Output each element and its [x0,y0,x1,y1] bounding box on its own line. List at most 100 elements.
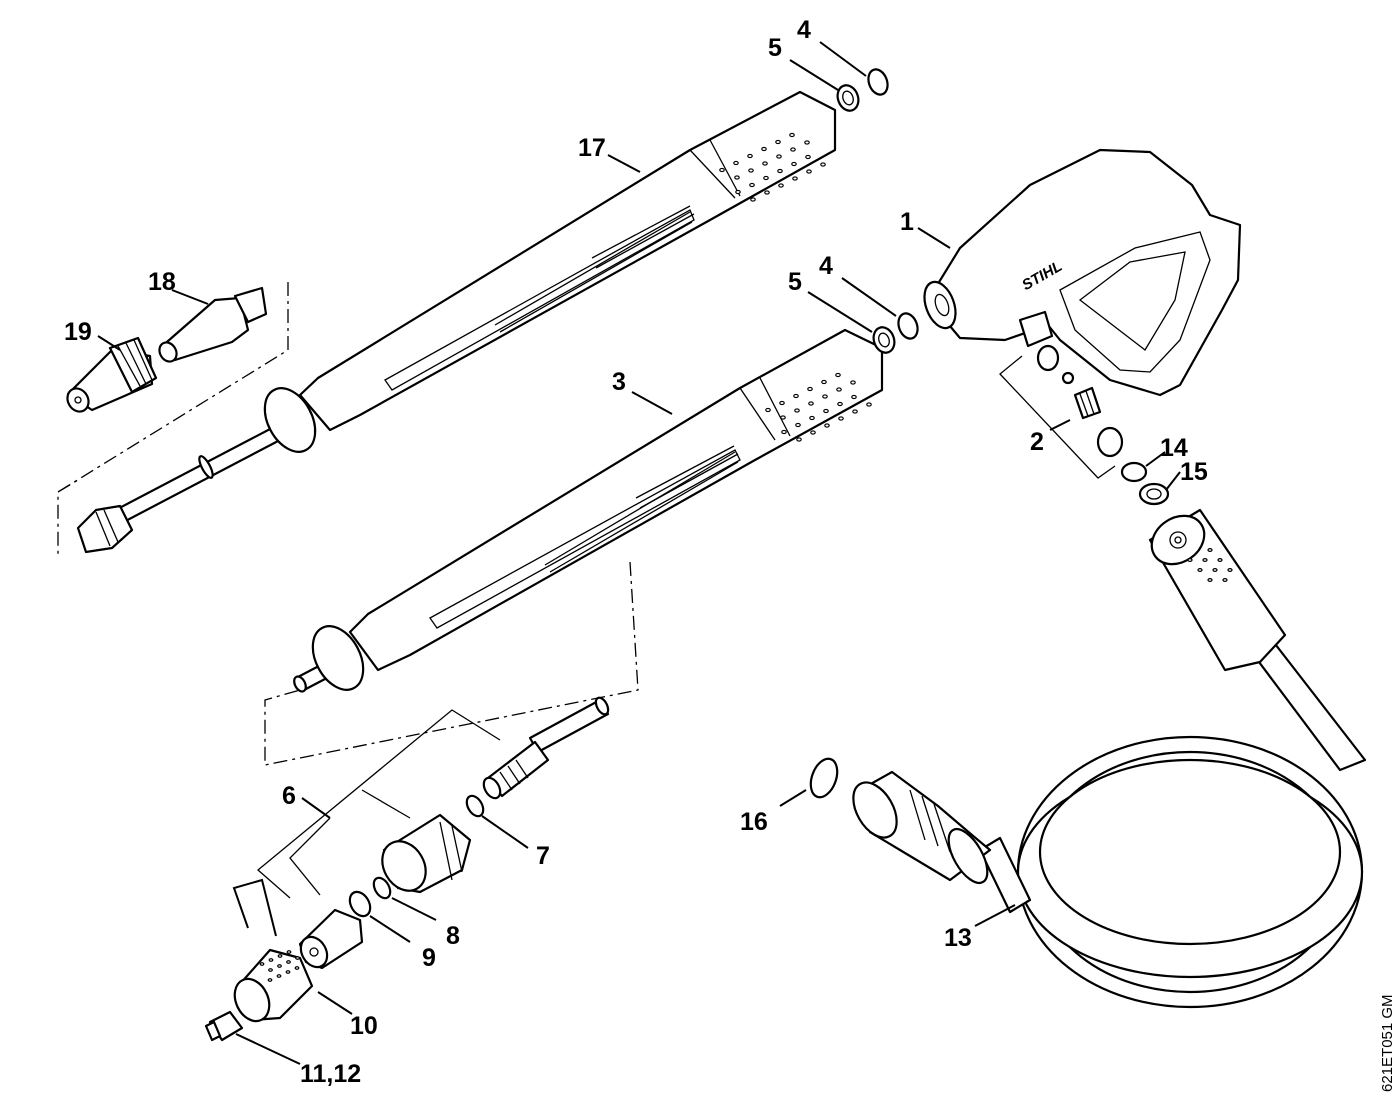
texture-dot [286,960,291,964]
texture-dot [791,161,797,167]
callout-4-lower: 4 [819,252,833,280]
texture-dot [764,190,770,195]
texture-dot [277,954,283,958]
texture-dot [794,408,800,413]
texture-dot [295,956,300,960]
callout-5-lower: 5 [788,268,802,296]
texture-dot [852,409,858,414]
texture-dot [795,422,801,428]
texture-dot [835,372,841,378]
nozzle-18 [158,286,268,363]
texture-dot [1197,567,1203,572]
texture-dot [1187,557,1193,562]
texture-dot [276,974,282,978]
texture-dot [805,154,811,160]
texture-dot [294,966,300,970]
assembly-frame-valve-2 [999,355,1116,479]
texture-dot [836,387,842,392]
assembly-frame-lance-17 [57,282,289,558]
texture-dot [286,950,292,954]
callout-6: 6 [282,782,296,810]
texture-dot [850,380,856,385]
texture-dot [809,415,815,421]
valve-kit-2 [1036,344,1124,458]
texture-dot [807,386,813,392]
texture-dot [789,132,795,138]
assembly-frame-nozzle-6 [256,709,501,899]
spray-gun-1: STIHL [923,148,1242,397]
texture-dot [719,167,725,173]
texture-dot [748,168,754,173]
nozzle-housing-6 [381,813,472,894]
nozzle-cap-10 [233,948,314,1023]
callout-9: 9 [422,944,436,972]
texture-dot [823,408,829,414]
texture-dot [806,169,812,174]
texture-dot [810,430,816,435]
nozzle-jet-11-12 [204,1010,244,1042]
callout-17: 17 [578,134,606,162]
texture-dot [808,401,814,406]
texture-dot [1217,557,1223,562]
leader-lines [97,41,1181,1065]
hose-13 [852,508,1367,1009]
texture-dot [268,958,274,962]
assembly-frame-lance-3 [264,561,639,766]
texture-dot [763,175,769,181]
texture-dot [747,153,753,159]
texture-dot [765,407,771,413]
texture-dot [796,437,802,442]
callout-5-upper: 5 [768,34,782,62]
nozzle-19 [66,336,158,413]
texture-dot [779,400,785,406]
callout-1: 1 [900,208,914,236]
texture-dot [792,176,798,181]
texture-dot [734,175,740,180]
clip [232,878,277,937]
texture-dot [735,189,741,195]
texture-dot [776,154,782,159]
texture-dot [777,168,783,174]
texture-dot [790,147,796,152]
texture-dot [1227,567,1233,572]
callout-13: 13 [944,924,972,952]
callout-7: 7 [536,842,550,870]
texture-dot [866,402,872,407]
texture-dot [851,394,857,400]
cap-texture-10 [259,950,300,982]
o-rings [809,68,1170,799]
callout-10: 10 [350,1012,378,1040]
texture-dot [838,416,844,421]
callout-19: 19 [64,318,92,346]
texture-dot [780,415,786,420]
callout-11-12: 11,12 [300,1060,361,1088]
callout-18: 18 [148,268,176,296]
seal-rings-8-9 [348,876,392,918]
texture-dot [1202,557,1208,562]
callout-3: 3 [612,368,626,396]
texture-dot [1212,567,1218,572]
texture-dot [824,423,830,428]
callout-14: 14 [1160,434,1188,462]
texture-dot [285,970,291,974]
texture-dot [781,429,787,435]
texture-dot [1222,577,1228,582]
hose-end-fitting-7 [465,696,610,818]
texture-dot [259,962,265,966]
spray-lance-17 [76,90,837,554]
texture-dot [750,197,756,202]
texture-dot [268,968,273,972]
texture-dot [837,401,843,407]
callout-2: 2 [1030,428,1044,456]
callout-8: 8 [446,922,460,950]
texture-dot [762,161,768,166]
nozzle-insert [298,908,364,970]
texture-dot [749,182,755,188]
callout-15: 15 [1180,458,1208,486]
texture-dot [793,393,799,399]
texture-dot [778,183,784,188]
callout-labels: 4 5 17 1 4 5 18 19 3 2 14 15 6 16 7 8 13… [64,16,1208,1088]
texture-dot [1207,577,1213,582]
texture-dot [775,139,781,145]
